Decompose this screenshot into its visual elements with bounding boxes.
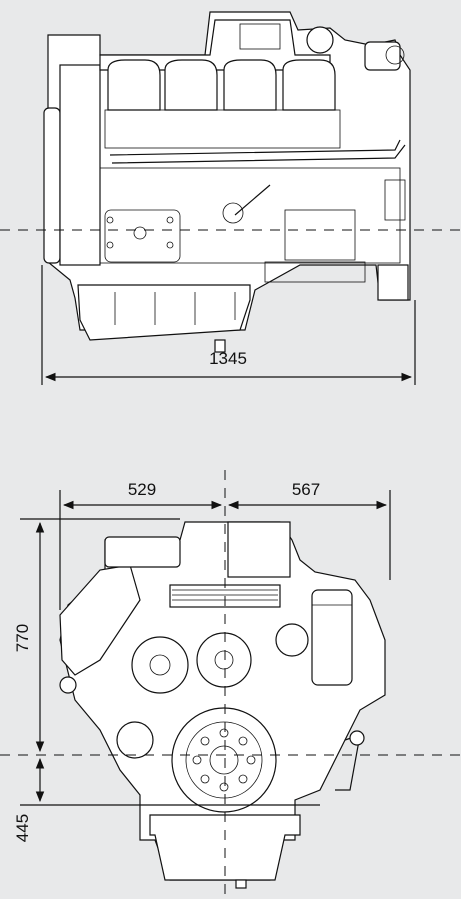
oil-pan xyxy=(77,284,251,341)
engine-front-view xyxy=(59,521,386,889)
upper-height-label: 770 xyxy=(13,624,32,652)
length-label: 1345 xyxy=(209,349,247,368)
flywheel xyxy=(43,107,61,264)
front-height-dimensions: 770 445 xyxy=(13,518,320,842)
oil-filter xyxy=(311,589,353,686)
pulley-left xyxy=(131,636,189,694)
engine-side-view xyxy=(43,11,411,353)
right-width-label: 567 xyxy=(292,480,320,499)
side-length-dimension: 1345 xyxy=(41,265,416,385)
pulley-center xyxy=(196,632,252,688)
lower-height-label: 445 xyxy=(13,814,32,842)
crank-damper xyxy=(171,707,277,813)
turbocharger xyxy=(306,26,334,54)
left-width-label: 529 xyxy=(128,480,156,499)
front-width-dimensions: 529 567 xyxy=(59,480,391,610)
